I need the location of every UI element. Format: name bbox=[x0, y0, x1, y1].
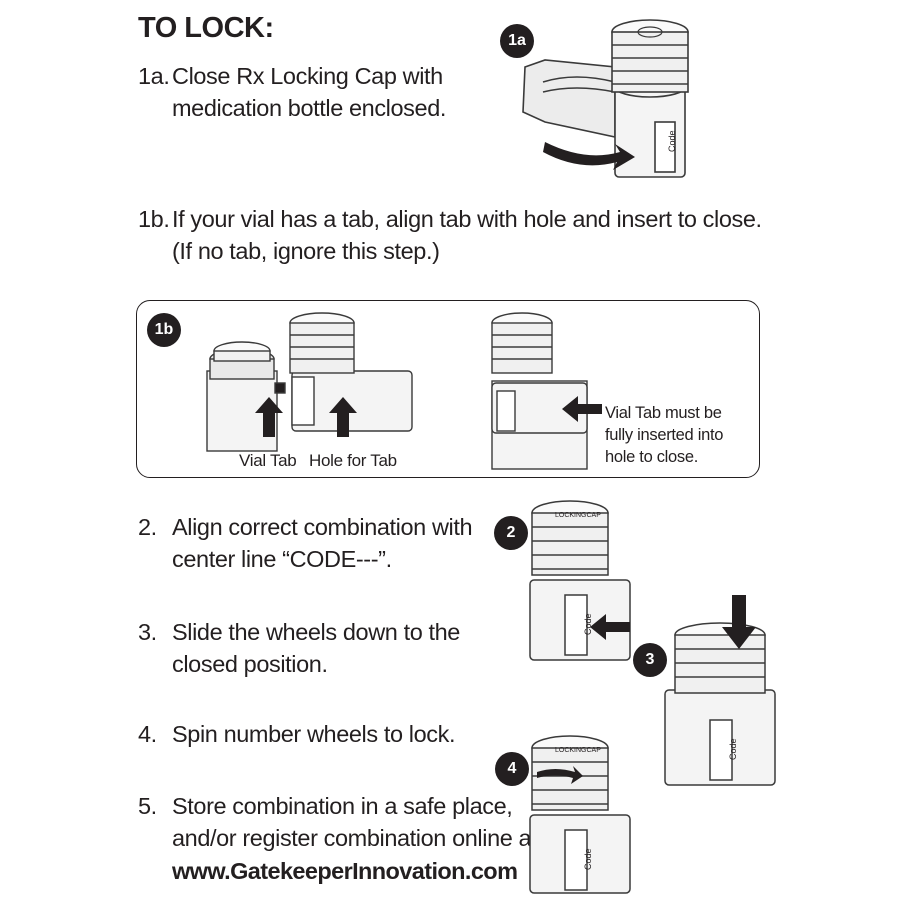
step-text-line1: Slide the wheels down to the bbox=[172, 619, 460, 645]
step-1b: 1b. If your vial has a tab, align tab wi… bbox=[138, 203, 762, 267]
step-text-line2: and/or register combination online at bbox=[172, 825, 538, 851]
step-3: 3. Slide the wheels down to the closed p… bbox=[138, 616, 468, 680]
step-text-line2: center line “CODE---”. bbox=[172, 546, 392, 572]
spin-arrow-icon bbox=[537, 766, 583, 784]
badge-3: 3 bbox=[633, 643, 667, 677]
step-text-line1: Spin number wheels to lock. bbox=[172, 721, 456, 747]
code-label: Code bbox=[728, 738, 738, 760]
vial-tab-note-line1: Vial Tab must be bbox=[605, 404, 722, 422]
step-text-line2: closed position. bbox=[172, 651, 328, 677]
badge-4: 4 bbox=[495, 752, 529, 786]
rotate-arrow-icon bbox=[543, 142, 635, 170]
page-title: TO LOCK: bbox=[138, 12, 274, 44]
vial-tab-label: Vial Tab bbox=[239, 451, 297, 470]
arrow-left-icon bbox=[590, 614, 630, 640]
code-label: Code bbox=[583, 613, 593, 635]
brand-label: LOCKINGCAP bbox=[555, 747, 601, 754]
step-text-line2: medication bottle enclosed. bbox=[172, 95, 446, 121]
figure-1b-vial-and-cap bbox=[206, 312, 413, 452]
step-number: 1a. bbox=[138, 63, 170, 89]
step-number: 2. bbox=[138, 514, 157, 540]
code-label: Code bbox=[583, 848, 593, 870]
step-text-line2: (If no tab, ignore this step.) bbox=[172, 238, 440, 264]
brand-label: LOCKINGCAP bbox=[555, 512, 601, 519]
vial-tab-note-line3: hole to close. bbox=[605, 448, 699, 466]
arrow-up-icon bbox=[255, 397, 283, 437]
step-text-line1: If your vial has a tab, align tab with h… bbox=[172, 206, 762, 232]
badge-2: 2 bbox=[494, 516, 528, 550]
arrow-left-icon bbox=[562, 396, 602, 422]
step-text-line1: Align correct combination with bbox=[172, 514, 473, 540]
step-4: 4. Spin number wheels to lock. bbox=[138, 718, 468, 750]
step-text-line1: Close Rx Locking Cap with bbox=[172, 63, 443, 89]
arrow-up-icon bbox=[329, 397, 357, 437]
registration-link[interactable]: www.GatekeeperInnovation.com bbox=[172, 858, 518, 884]
step-number: 3. bbox=[138, 619, 157, 645]
step-5: 5. Store combination in a safe place, an… bbox=[138, 790, 538, 886]
step-number: 1b. bbox=[138, 206, 170, 232]
step-1a: 1a. Close Rx Locking Cap with medication… bbox=[138, 60, 468, 124]
figure-2-align-code: LOCKINGCAP Code bbox=[529, 500, 631, 661]
step-number: 5. bbox=[138, 793, 157, 819]
hole-for-tab-label: Hole for Tab bbox=[309, 451, 397, 470]
step-1b-panel: 1b Vial Tab Hole for Tab bbox=[136, 300, 760, 478]
badge-1a: 1a bbox=[500, 24, 534, 58]
figure-1b-closed-cap bbox=[491, 312, 588, 470]
figure-1a-close-cap: Code bbox=[522, 19, 689, 178]
vial-tab-note-line2: fully inserted into bbox=[605, 426, 724, 444]
step-2: 2. Align correct combination with center… bbox=[138, 511, 478, 575]
arrow-down-icon bbox=[722, 595, 756, 649]
step-text-line1: Store combination in a safe place, bbox=[172, 793, 513, 819]
code-label: Code bbox=[667, 130, 677, 152]
figure-4-spin-wheels: LOCKINGCAP Code bbox=[529, 735, 631, 894]
badge-1b: 1b bbox=[147, 313, 181, 347]
step-number: 4. bbox=[138, 721, 157, 747]
